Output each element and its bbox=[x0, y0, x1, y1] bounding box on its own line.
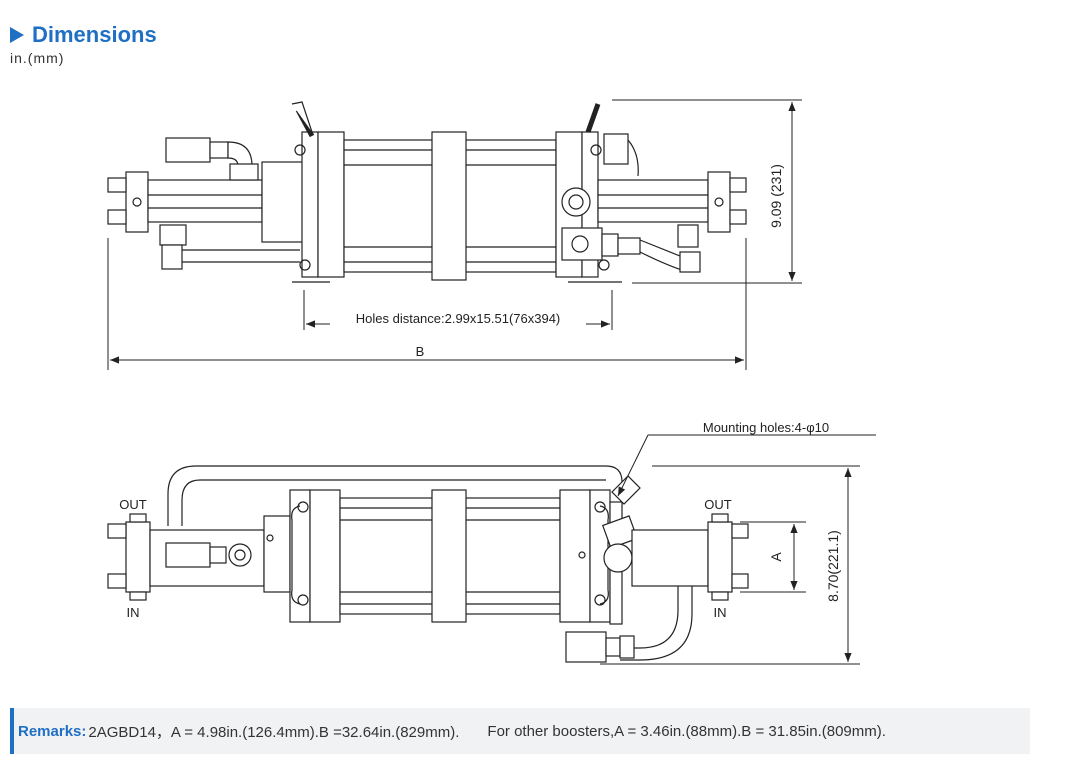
remarks-bar: Remarks: 2AGBD14，A = 4.98in.(126.4mm).B … bbox=[10, 708, 1030, 754]
section-header: Dimensions in.(mm) bbox=[10, 22, 157, 66]
in-left-label: IN bbox=[127, 605, 140, 620]
triangle-bullet-icon bbox=[10, 27, 24, 43]
in-right-label: IN bbox=[714, 605, 727, 620]
side-view-dimensions bbox=[617, 434, 876, 662]
dimension-a-label: A bbox=[768, 552, 784, 562]
out-left-label: OUT bbox=[119, 497, 147, 512]
remarks-text-2agbd14: 2AGBD14，A = 4.98in.(126.4mm).B =32.64in.… bbox=[88, 723, 460, 741]
side-view bbox=[107, 465, 860, 665]
holes-distance-label: Holes distance:2.99x15.51(76x394) bbox=[356, 311, 561, 326]
mounting-holes-label: Mounting holes:4-φ10 bbox=[703, 420, 829, 435]
top-height-dimension: 9.09 (231) bbox=[768, 164, 784, 228]
side-height-dimension: 8.70(221.1) bbox=[825, 530, 841, 602]
page-title: Dimensions bbox=[32, 22, 157, 47]
title-row: Dimensions bbox=[10, 22, 157, 48]
remarks-label: Remarks: bbox=[18, 722, 87, 740]
out-right-label: OUT bbox=[704, 497, 732, 512]
length-b-label: B bbox=[416, 344, 425, 359]
units-label: in.(mm) bbox=[10, 50, 65, 66]
remarks-text-other: For other boosters,A = 3.46in.(88mm).B =… bbox=[487, 722, 886, 740]
top-view bbox=[107, 99, 802, 370]
dimension-drawing: 9.09 (231) Holes distance:2.99x15.51(76x… bbox=[107, 99, 876, 665]
